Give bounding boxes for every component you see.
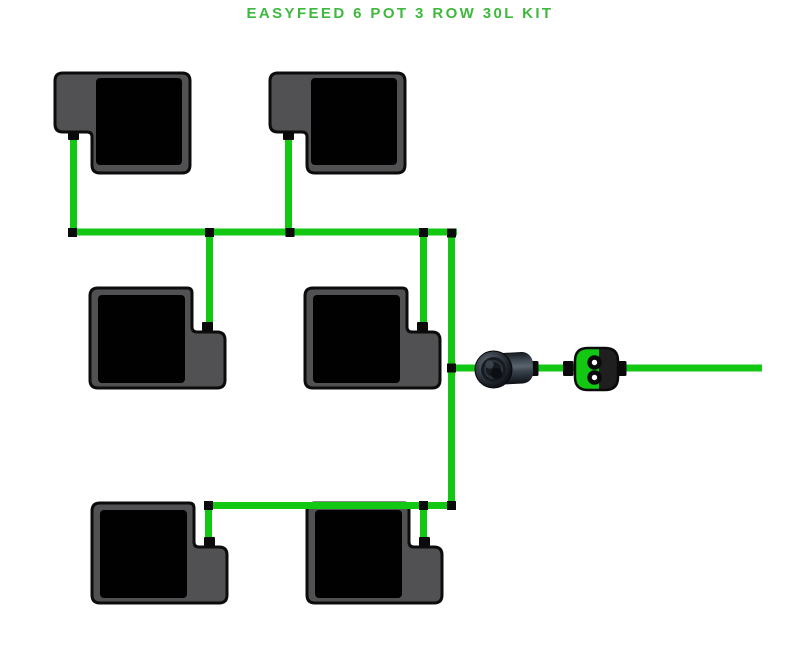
tube-junction-9 xyxy=(447,501,456,510)
pot-bottom-left-opening xyxy=(100,510,187,598)
tube-riser-mid-left xyxy=(206,233,213,323)
valve-outline xyxy=(573,346,620,392)
pump-impeller-shadow xyxy=(491,368,502,379)
pump-layer xyxy=(474,350,534,389)
pot-bottom-left-inlet-connector xyxy=(204,537,215,546)
pot-bottom-right-inlet-connector xyxy=(419,537,430,546)
tube-junction-6 xyxy=(447,363,456,373)
pot-bottom-right-opening xyxy=(315,510,402,598)
pot-top-right-inlet-connector xyxy=(283,131,294,140)
tube-junction-1 xyxy=(68,228,77,237)
pot-top-left-inlet-connector xyxy=(68,131,79,140)
tube-junction-3 xyxy=(285,228,295,237)
tube-junction-4 xyxy=(419,228,428,237)
tube-junction-8 xyxy=(419,501,428,510)
tube-manifold-top xyxy=(68,228,457,236)
valve-port-dot-2 xyxy=(591,374,598,381)
valve-layer xyxy=(573,346,620,392)
tube-drop-top-left xyxy=(70,138,77,234)
pots-layer xyxy=(53,71,444,605)
tube-junction-2 xyxy=(205,228,214,237)
tube-drop-top-right xyxy=(285,138,292,234)
tube-junction-5 xyxy=(447,228,456,238)
hose-connector-2 xyxy=(563,361,574,376)
tube-drop-bot-left xyxy=(205,505,212,539)
pot-middle-right-opening xyxy=(313,295,400,383)
valve-port-dot-1 xyxy=(591,359,598,366)
pot-middle-left-opening xyxy=(98,295,185,383)
pump-impeller-hub xyxy=(485,360,494,369)
pot-top-right-opening xyxy=(311,78,397,165)
tube-manifold-bottom xyxy=(208,502,455,509)
pot-top-left-opening xyxy=(96,78,182,165)
pot-middle-right-inlet-connector xyxy=(417,322,428,331)
tube-junction-7 xyxy=(204,501,213,510)
page-title: EASYFEED 6 POT 3 ROW 30L KIT xyxy=(246,5,554,22)
pot-middle-left-inlet-connector xyxy=(202,322,213,331)
tube-riser-mid-right xyxy=(420,233,427,323)
valve-body-dark xyxy=(599,348,618,390)
tube-drop-bot-right xyxy=(420,505,427,539)
